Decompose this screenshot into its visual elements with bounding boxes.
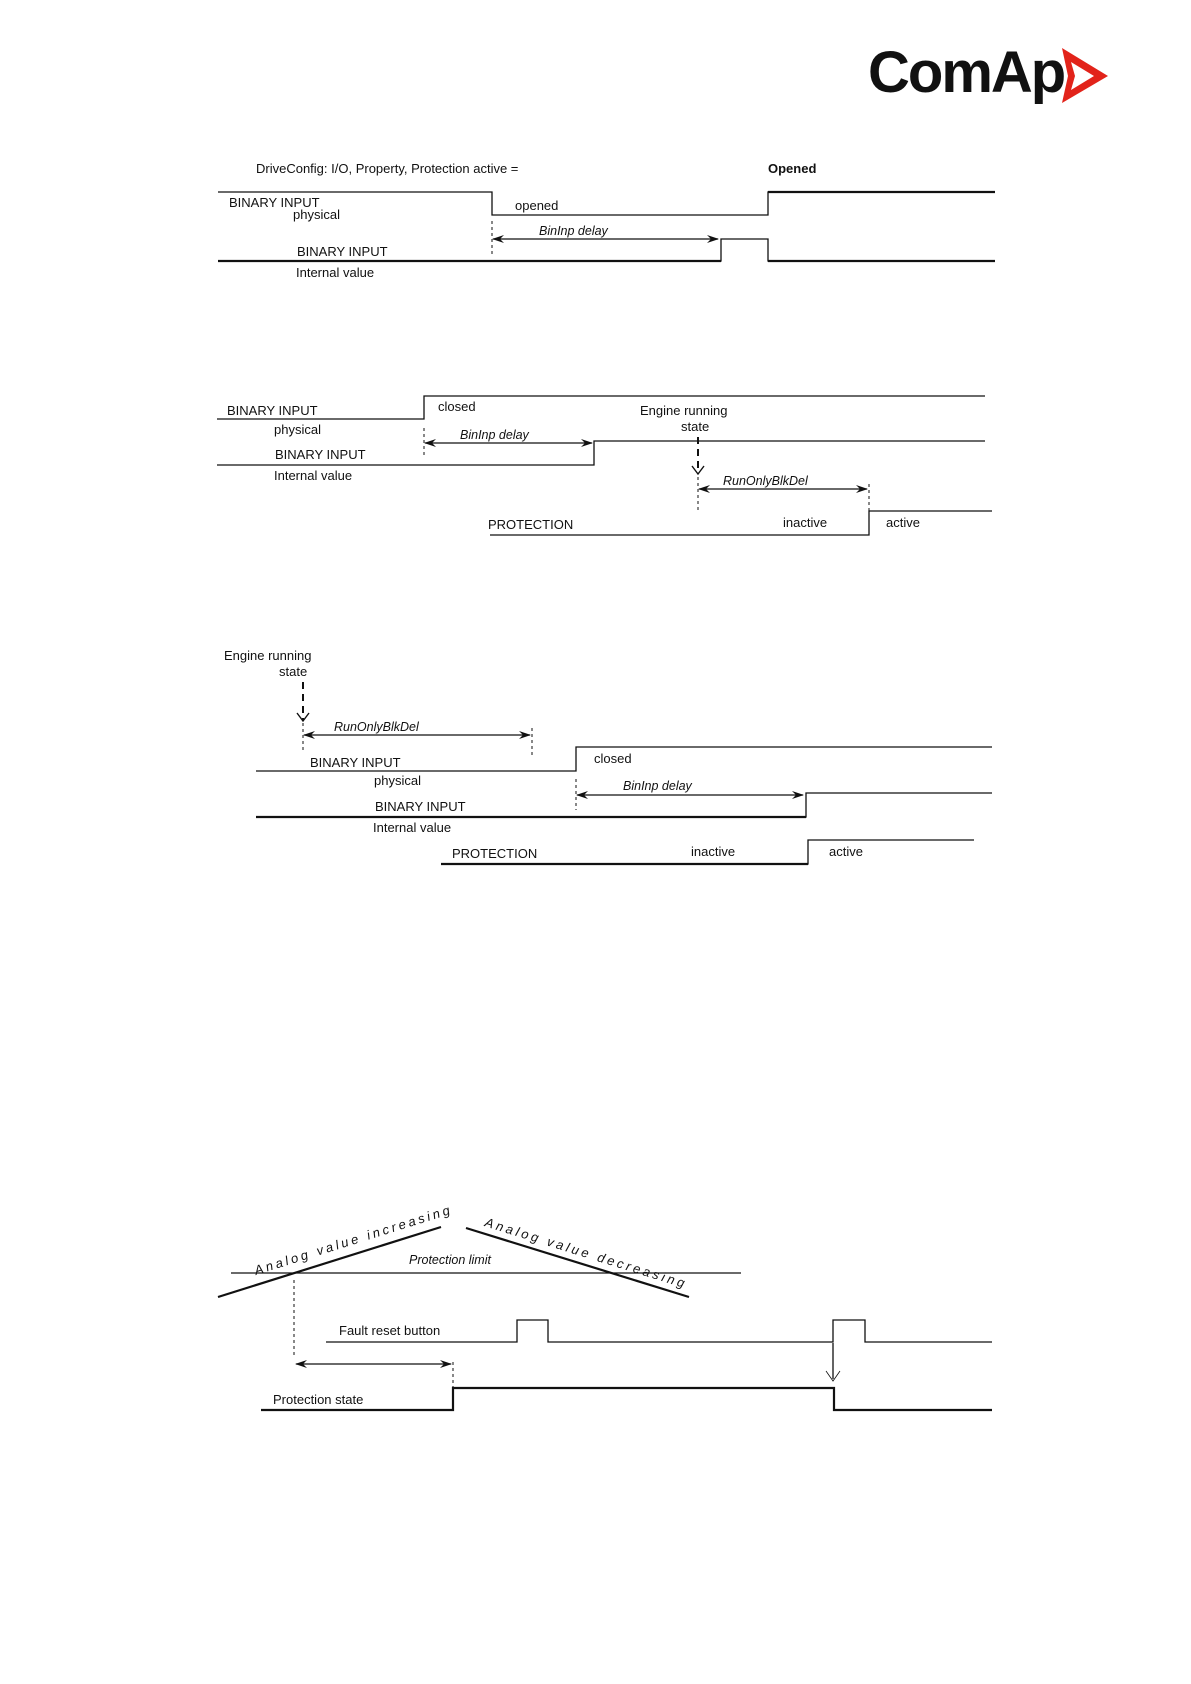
closed-label: closed [594,751,632,766]
binary-input-physical-sub: physical [293,207,340,222]
binary-input-physical-trace [256,746,992,772]
engine-running-label-state: state [279,664,307,679]
runonlyblkdel-label: RunOnlyBlkDel [723,474,809,488]
logo-arrow-icon [1062,48,1108,103]
comap-logo: ComAp [868,40,1108,105]
opened-label: opened [515,198,558,213]
fault-reset-label: Fault reset button [339,1323,440,1338]
binary-input-physical-name: BINARY INPUT [227,403,318,418]
engine-running-label: Engine running [224,648,311,663]
protection-limit-label: Protection limit [409,1253,491,1267]
protection-label: PROTECTION [488,517,573,532]
reset-arrow-head [825,1370,841,1382]
engine-running-label-state: state [681,419,709,434]
logo-text: ComAp [868,40,1065,105]
binary-input-physical-trace [217,395,985,420]
active-label: active [886,515,920,530]
binary-input-internal-name: BINARY INPUT [375,799,466,814]
diagram-protection-reset: Analog value increasing Analog value dec… [217,1202,992,1412]
protection-label: PROTECTION [452,846,537,861]
diagram-engine-running-before-input: Engine running state RunOnlyBlkDel close… [224,648,992,866]
drive-config-value: Opened [768,161,816,176]
binary-input-physical-name: BINARY INPUT [310,755,401,770]
active-label: active [829,844,863,859]
protection-state-trace [261,1386,992,1412]
closed-label: closed [438,399,476,414]
analog-decreasing-label: Analog value decreasing [482,1214,689,1291]
inactive-label: inactive [783,515,827,530]
drive-config-label: DriveConfig: I/O, Property, Protection a… [256,161,518,176]
binary-input-physical-name: BINARY INPUT [229,195,320,210]
diagram-binary-input-opened: DriveConfig: I/O, Property, Protection a… [218,161,995,280]
binary-input-internal-trace [217,440,985,466]
analog-increasing-line [217,1225,442,1299]
binary-input-internal-sub: Internal value [296,265,374,280]
fault-reset-trace [326,1319,992,1343]
bininp-delay-label: BinInp delay [623,779,693,793]
protection-state-label: Protection state [273,1392,363,1407]
binary-input-internal-sub: Internal value [373,820,451,835]
binary-input-internal-trace [256,792,992,818]
engine-running-label: Engine running [640,403,727,418]
bininp-delay-label: BinInp delay [460,428,530,442]
inactive-label: inactive [691,844,735,859]
binary-input-internal-name: BINARY INPUT [297,244,388,259]
analog-decreasing-line [465,1226,690,1299]
runonlyblkdel-label: RunOnlyBlkDel [334,720,420,734]
diagram-engine-running-after-input: BINARY INPUT physical closed Engine runn… [217,395,992,536]
binary-input-physical-sub: physical [274,422,321,437]
binary-input-physical-sub: physical [374,773,421,788]
binary-input-internal-name: BINARY INPUT [275,447,366,462]
protection-trace [490,510,992,536]
bininp-delay-label: BinInp delay [539,224,609,238]
binary-input-internal-sub: Internal value [274,468,352,483]
